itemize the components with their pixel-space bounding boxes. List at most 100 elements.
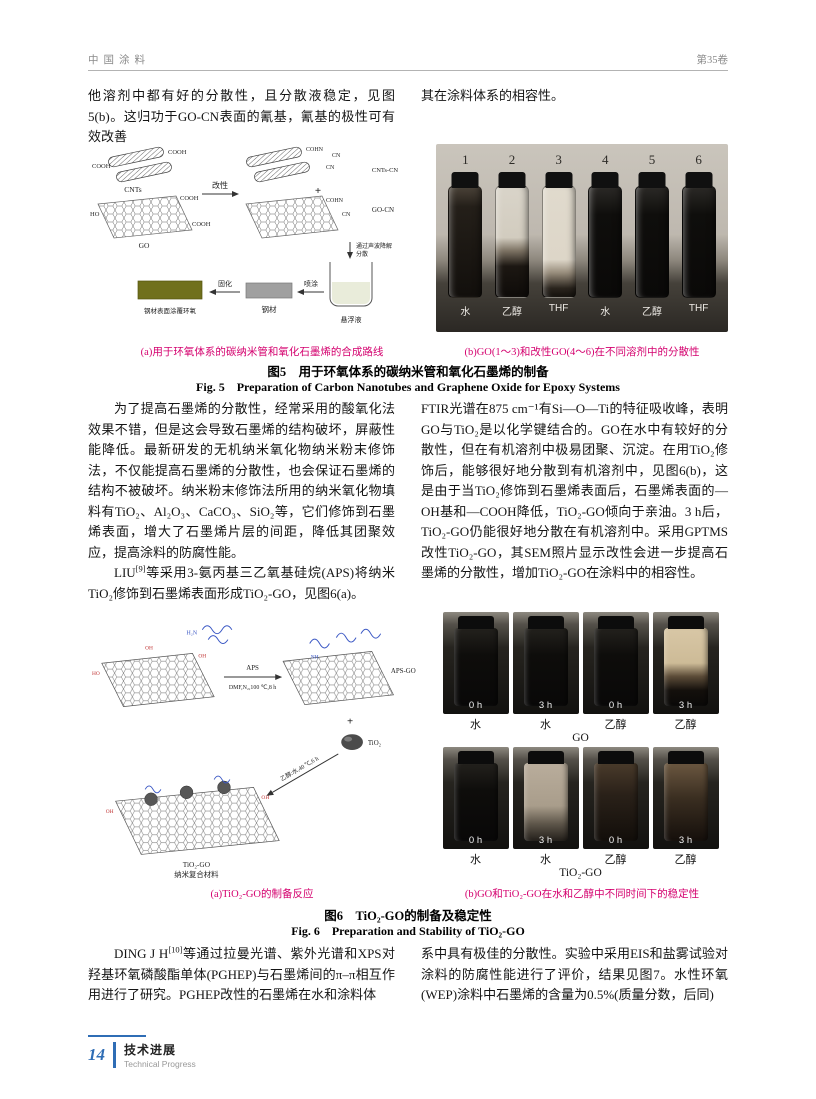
footer-divider bbox=[113, 1042, 116, 1068]
sample-number: 4 bbox=[602, 152, 609, 167]
cnt-tube bbox=[108, 146, 164, 168]
section-name-cn: 技术进展 bbox=[124, 1043, 177, 1057]
vial-sample: 5 乙醇 bbox=[630, 148, 674, 326]
aps-chain bbox=[360, 628, 382, 639]
cooh-label: COOH bbox=[168, 149, 187, 156]
cn-label: CN bbox=[342, 212, 351, 218]
conditions-label: DMF,N₂,100 ℃,8 h bbox=[229, 685, 276, 691]
plus-sign: + bbox=[315, 185, 321, 197]
sample-photo: 3 h bbox=[652, 612, 719, 714]
tio2-go-photo-strip: 0 h 3 h 0 h 3 h bbox=[442, 747, 719, 849]
sample-photo: 0 h bbox=[582, 747, 649, 849]
product-label: TiO₂-GO bbox=[183, 860, 211, 869]
paragraph: 为了提高石墨烯的分散性，经常采用的酸氧化法效果不错，但是这会导致石墨烯的结构破坏… bbox=[88, 401, 395, 560]
reaction-arrow-2 bbox=[266, 753, 339, 796]
paragraph: DING J H[10]等通过拉曼光谱、紫外光谱和XPS对羟基环氧磷酸酯单体(P… bbox=[88, 944, 395, 1006]
intro-paragraphs: 他溶剂中都有好的分散性，且分散液稳定，见图5(b)。这归功于GO-CN表面的氰基… bbox=[88, 86, 728, 148]
solvent-label: 水 bbox=[460, 307, 471, 318]
figure5: COOH COOH CNTs HO COOH COOH GO 改性 COHN C… bbox=[88, 142, 728, 340]
steel-plate bbox=[245, 282, 293, 299]
sonication-label2: 分散 bbox=[356, 250, 368, 258]
nh-label: NH bbox=[311, 654, 319, 660]
figure6-title-en: Fig. 6 Preparation and Stability of TiO₂… bbox=[291, 924, 525, 938]
journal-name: 中国涂料 bbox=[88, 55, 150, 66]
figure6-title-cn: 图6 TiO₂-GO的制备及稳定性 bbox=[324, 909, 492, 923]
ho-label: HO bbox=[92, 671, 100, 677]
vial-cap bbox=[545, 172, 573, 188]
time-label: 0 h bbox=[608, 835, 623, 846]
cn-label: CN bbox=[332, 153, 341, 159]
vial bbox=[593, 628, 638, 706]
cnts-label: CNTs bbox=[124, 185, 141, 194]
time-label: 3 h bbox=[678, 835, 693, 846]
tio2-particle bbox=[144, 792, 158, 806]
aps-label: APS bbox=[246, 665, 259, 672]
go-cn-label: GO-CN bbox=[372, 206, 394, 214]
synthesis-route-drawing: COOH COOH CNTs HO COOH COOH GO 改性 COHN C… bbox=[90, 146, 399, 324]
solvent-label: 水 bbox=[470, 854, 481, 866]
volume-label: 第35卷 bbox=[696, 55, 729, 66]
cooh-label: COOH bbox=[192, 221, 211, 228]
solvent-label: 乙醇 bbox=[674, 719, 697, 731]
ho-label: HO bbox=[90, 211, 100, 218]
graphene-sheet bbox=[101, 653, 215, 707]
footer-section: 技术进展 Technical Progress bbox=[124, 1041, 196, 1069]
tio2-particle bbox=[179, 785, 194, 799]
paragraph: LIU[9]等采用3-氨丙基三乙氧基硅烷(APS)将纳米TiO₂修饰到石墨烯表面… bbox=[88, 563, 395, 604]
cn-label: CN bbox=[326, 165, 335, 171]
sample-number: 5 bbox=[648, 152, 656, 167]
cooh-label: COOH bbox=[92, 163, 111, 170]
go-group-label: GO bbox=[572, 732, 589, 744]
cnt-cn-tube bbox=[246, 146, 302, 168]
author-name: DING J H bbox=[114, 946, 169, 961]
aps-chain bbox=[144, 785, 162, 794]
author-name: LIU bbox=[114, 565, 136, 580]
sample-photo: 3 h bbox=[512, 612, 579, 714]
paragraph: FTIR光谱在875 cm⁻¹有Si—O—Ti的特征吸收峰，表明GO与TiO₂是… bbox=[421, 401, 728, 580]
solvent-label: 乙醇 bbox=[501, 307, 522, 318]
vial bbox=[494, 172, 529, 298]
cohn-label: COHN bbox=[306, 147, 324, 153]
sonication-label: 通过声波降解 bbox=[356, 242, 392, 250]
sample-number: 6 bbox=[695, 152, 702, 167]
time-label: 3 h bbox=[678, 700, 693, 711]
vial bbox=[663, 763, 708, 841]
oh-label: OH bbox=[198, 653, 206, 659]
vial-sample: 2 乙醇 bbox=[490, 148, 534, 326]
tio2-go-solvent-labels: 水 水 乙醇 乙醇 bbox=[443, 851, 719, 867]
solvent-label: 水 bbox=[600, 307, 611, 318]
solvent-label: 乙醇 bbox=[604, 854, 627, 866]
coated-steel-plate bbox=[137, 280, 203, 300]
aps-molecule bbox=[201, 625, 233, 635]
graphene-cn-sheet bbox=[245, 195, 339, 239]
go-solvent-labels: 水 水 乙醇 乙醇 bbox=[443, 716, 719, 732]
solvent-label: THF bbox=[688, 303, 709, 314]
solvent-label: 乙醇 bbox=[641, 307, 662, 318]
tio2-label: TiO₂ bbox=[368, 740, 382, 747]
vial-sample: 6 THF bbox=[677, 148, 721, 326]
oh-label: OH bbox=[261, 795, 269, 801]
sample-photo: 0 h bbox=[442, 747, 509, 849]
aps-chain bbox=[335, 632, 357, 643]
page-header: 中国涂料 第35卷 bbox=[88, 52, 728, 67]
tio2-particle bbox=[217, 780, 231, 795]
time-label: 0 h bbox=[608, 700, 623, 711]
tio2-go-sheet bbox=[115, 787, 280, 855]
paragraph-text: 等通过拉曼光谱、紫外光谱和XPS对羟基环氧磷酸酯单体(PGHEP)与石墨烯间的π… bbox=[88, 946, 395, 1002]
paragraph-left: 他溶剂中都有好的分散性，且分散液稳定，见图5(b)。这归功于GO-CN表面的氰基… bbox=[88, 88, 395, 144]
paragraph-right: 其在涂料体系的相容性。 bbox=[421, 88, 565, 103]
solvent-label: 水 bbox=[470, 719, 481, 731]
figure6: HO OH OH H₂N APS DMF,N₂,100 ℃,8 h NH APS… bbox=[88, 612, 728, 884]
paragraph: 系中具有极佳的分散性。实验中采用EIS和盐雾试验对涂料的防腐性能进行了评价，结果… bbox=[421, 946, 728, 1002]
solvent-label: 水 bbox=[540, 854, 551, 866]
figure5-title-en: Fig. 5 Preparation of Carbon Nanotubes a… bbox=[196, 380, 620, 394]
figure5-caption-a: (a)用于环氧体系的碳纳米管和氧化石墨烯的合成路线 bbox=[140, 347, 384, 358]
vial-cap bbox=[591, 172, 619, 188]
solvent-label: 乙醇 bbox=[674, 854, 697, 866]
reference-mark: [9] bbox=[135, 563, 146, 574]
vial bbox=[523, 628, 568, 706]
header-rule bbox=[88, 70, 728, 71]
page-footer: 14 技术进展 Technical Progress bbox=[88, 1041, 196, 1069]
aps-go-sheet bbox=[282, 651, 394, 705]
cnts-cn-label: CNTs-CN bbox=[372, 167, 399, 174]
